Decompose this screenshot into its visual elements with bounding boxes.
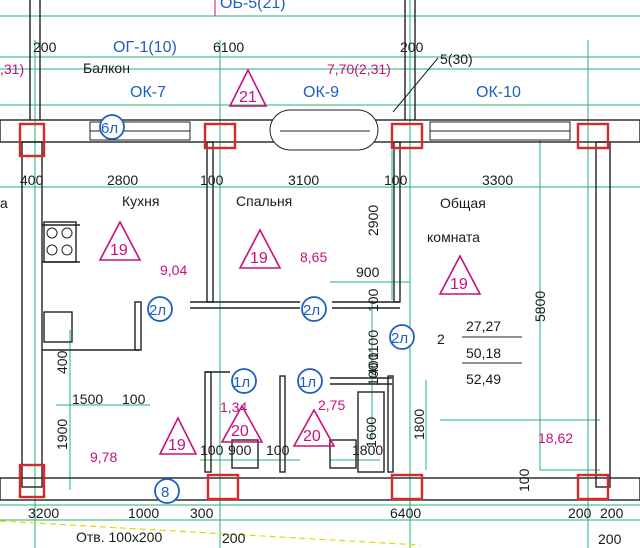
balcony-area: 7,70(2,31) (327, 61, 391, 77)
dim-1900: 1900 (54, 419, 70, 450)
door-marker-2l-kitchen: 2л (149, 302, 166, 319)
dim-200-d: 200 (222, 530, 246, 546)
wc2-area: 2,75 (318, 397, 345, 413)
balcony-rail-label: ОГ-1(10) (113, 39, 177, 56)
dim-1000: 1000 (128, 505, 159, 521)
common-finish-code: 19 (450, 276, 468, 293)
left-cut-room: а (0, 195, 8, 211)
dim-top-2800: 2800 (107, 172, 138, 188)
window-openings (89, 109, 571, 151)
wc1-area: 1,34 (220, 399, 247, 415)
dim-300: 300 (190, 505, 214, 521)
dim-top-3100: 3100 (288, 172, 319, 188)
dim-900-b: 900 (228, 442, 252, 458)
room-label-common-1: Общая (440, 195, 486, 211)
wc1-finish-code: 20 (231, 423, 249, 440)
window-ok-7: ОК-7 (130, 84, 166, 101)
dim-100-a: 100 (365, 288, 381, 312)
dim-top-100a: 100 (200, 172, 224, 188)
opening-note: Отв. 100х200 (76, 529, 162, 545)
loggia-area: 18,62 (538, 430, 573, 446)
dim-1800-b: 1800 (352, 442, 383, 458)
hall-area: 9,78 (90, 449, 117, 465)
apartment-full-area: 52,49 (466, 371, 501, 387)
dim-200-right: 200 (400, 39, 424, 55)
dim-200-left: 200 (33, 39, 57, 55)
columns (18, 122, 610, 501)
apartment-total-area: 50,18 (466, 345, 501, 361)
dim-1500: 1500 (72, 391, 103, 407)
top-section-label: ОБ-5(21) (220, 0, 286, 12)
left-cut-area: ,31) (0, 61, 24, 77)
door-marker-2l-common: 2л (391, 330, 408, 347)
balcony-label: Балкон (83, 60, 130, 76)
dim-top-400: 400 (20, 172, 44, 188)
door-marker-1l-wc1: 1л (233, 374, 250, 391)
hall-finish-code: 19 (168, 437, 186, 454)
dim-6100: 6100 (213, 39, 244, 55)
room-label-kitchen: Кухня (122, 193, 159, 209)
dim-100-e: 100 (266, 442, 290, 458)
dim-1600: 1600 (363, 417, 379, 448)
door-marker-8: 8 (161, 484, 169, 501)
door-marker-2l-bedroom: 2л (303, 302, 320, 319)
kitchen-finish-code: 19 (110, 242, 128, 259)
kitchen-area: 9,04 (160, 262, 187, 278)
room-label-common-2: комната (427, 229, 480, 245)
room-label-bedroom: Спальня (236, 193, 292, 209)
dim-200-b: 200 (600, 505, 624, 521)
apartment-living-area: 27,27 (466, 318, 501, 334)
dim-100-f: 100 (516, 468, 532, 492)
dim-100-d: 100 (200, 442, 224, 458)
window-ok-10: ОК-10 (476, 84, 521, 101)
dim-400-b: 400 (365, 352, 381, 376)
door-marker-1l-wc2: 1л (299, 374, 316, 391)
dim-400: 400 (54, 350, 70, 374)
dim-6400: 6400 (390, 505, 421, 521)
dim-100-c: 100 (122, 391, 146, 407)
dim-1800: 1800 (411, 409, 427, 440)
wc2-finish-code: 20 (303, 428, 321, 445)
dim-2900: 2900 (365, 205, 381, 236)
dim-900: 900 (356, 264, 380, 280)
bedroom-finish-code: 19 (250, 250, 268, 267)
door-markers: 6л 2л 2л 2л 1л 1л 8 (99, 114, 415, 504)
dim-200-c: 200 (598, 531, 622, 547)
window-ok-9: ОК-9 (303, 84, 339, 101)
door-marker-6l: 6л (101, 120, 118, 137)
balcony-finish-code: 21 (239, 89, 257, 106)
dim-5800: 5800 (532, 291, 548, 322)
bedroom-area: 8,65 (300, 249, 327, 265)
dim-1100: 1100 (365, 330, 381, 360)
dim-top-3300: 3300 (482, 172, 513, 188)
dim-200-a: 200 (568, 505, 592, 521)
dim-3200: 3200 (28, 505, 59, 521)
dim-top-100b: 100 (384, 172, 408, 188)
apartment-rooms-count: 2 (437, 331, 445, 347)
dim-100-b: 100 (365, 362, 381, 386)
ref-5-30: 5(30) (440, 51, 473, 67)
